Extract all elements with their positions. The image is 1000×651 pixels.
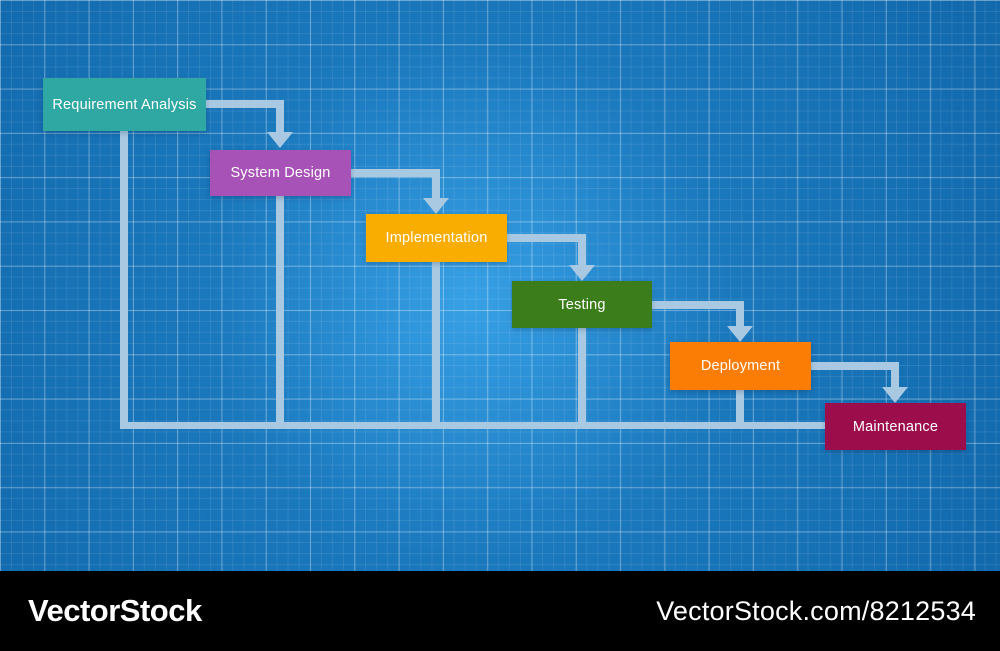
- phase-box-implementation: Implementation: [366, 214, 507, 262]
- arrowhead-icon: [267, 132, 293, 148]
- watermark-credit: VectorStock.com/8212534: [656, 595, 976, 626]
- phase-label: Maintenance: [852, 418, 939, 435]
- phase-label: Requirement Analysis: [52, 96, 197, 113]
- arrow-deployment-to-maintenance-vertical: [891, 362, 899, 388]
- watermark-bar: VectorStock VectorStock.com/8212534: [0, 571, 1000, 651]
- arrow-implementation-to-testing-vertical: [578, 234, 586, 266]
- phase-box-maintenance: Maintenance: [825, 403, 966, 450]
- dropline-implementation: [432, 261, 440, 429]
- arrow-design-to-implementation-vertical: [432, 169, 440, 199]
- arrowhead-icon: [882, 387, 908, 403]
- arrowhead-icon: [569, 265, 595, 281]
- phase-label: System Design: [230, 165, 331, 181]
- arrow-testing-to-deployment-horizontal: [650, 301, 744, 309]
- phase-box-system-design: System Design: [210, 150, 351, 196]
- dropline-testing: [578, 327, 586, 429]
- phase-label: Implementation: [385, 230, 488, 246]
- arrow-requirement-to-design-horizontal: [204, 100, 284, 108]
- vectorstock-logo: VectorStock: [28, 593, 202, 628]
- dropline-requirement-analysis: [120, 131, 128, 429]
- arrowhead-icon: [423, 198, 449, 214]
- arrow-design-to-implementation-horizontal: [349, 169, 440, 177]
- phase-box-testing: Testing: [512, 281, 652, 328]
- phase-label: Testing: [558, 296, 606, 313]
- phase-label: Deployment: [700, 358, 781, 374]
- dropline-deployment: [736, 389, 744, 429]
- arrow-testing-to-deployment-vertical: [736, 301, 744, 327]
- phase-box-deployment: Deployment: [670, 342, 811, 390]
- phase-box-requirement-analysis: Requirement Analysis: [43, 78, 206, 131]
- arrow-implementation-to-testing-horizontal: [505, 234, 586, 242]
- return-line-to-maintenance: [120, 422, 825, 429]
- arrow-deployment-to-maintenance-horizontal: [809, 362, 899, 370]
- arrowhead-icon: [727, 326, 753, 342]
- arrow-requirement-to-design-vertical: [276, 100, 284, 133]
- blueprint-background: Requirement Analysis System Design Imple…: [0, 0, 1000, 571]
- dropline-system-design: [276, 195, 284, 429]
